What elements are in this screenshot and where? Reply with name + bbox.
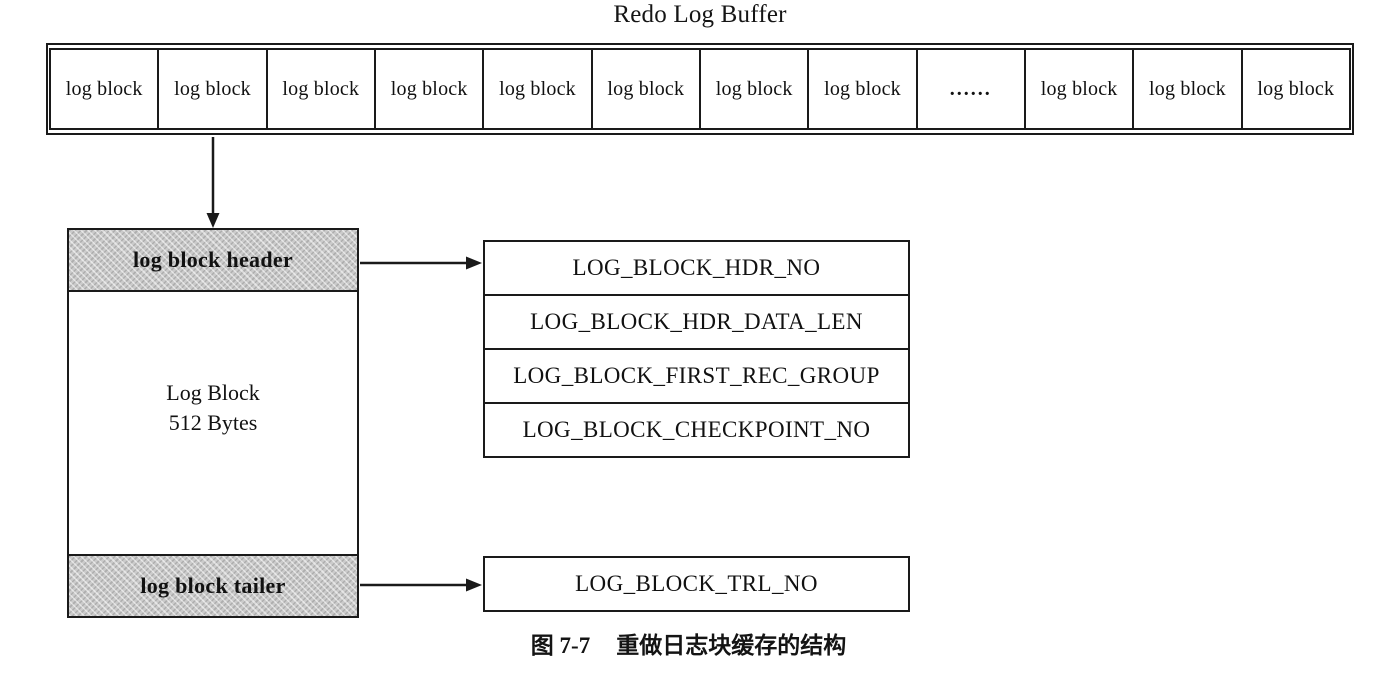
log-block-cell-label: log block — [1257, 77, 1335, 100]
header-field-row: LOG_BLOCK_FIRST_REC_GROUP — [483, 348, 910, 404]
log-block-cell-label: log block — [607, 77, 685, 100]
log-block-cell: log block — [1023, 48, 1135, 130]
log-block-cell: log block — [265, 48, 376, 130]
header-fields-arrow-icon — [360, 256, 482, 270]
log-block-header-section: log block header — [69, 230, 357, 292]
log-block-cell-label: log block — [1040, 77, 1118, 100]
log-block-cell: log block — [1132, 48, 1243, 130]
figure-number: 图 7-7 — [530, 633, 591, 658]
log-block-cell-label: log block — [499, 77, 576, 100]
log-block-cell-label: log block — [824, 77, 901, 100]
log-block-cell-label: log block — [174, 77, 251, 100]
log-block-body-section: Log Block 512 Bytes — [69, 292, 357, 554]
figure-title: 重做日志块缓存的结构 — [616, 633, 847, 658]
log-block-cell: log block — [698, 48, 810, 130]
header-field-label: LOG_BLOCK_HDR_DATA_LEN — [530, 309, 863, 334]
log-block-cell: log block — [49, 48, 160, 130]
log-block-cell-label: log block — [390, 77, 468, 100]
log-block-cell: log block — [807, 48, 918, 130]
log-block-cell: log block — [1240, 48, 1351, 130]
tailer-field-box: LOG_BLOCK_TRL_NO — [483, 556, 910, 612]
log-block-cell: log block — [590, 48, 701, 130]
log-block-cell-label: log block — [715, 77, 793, 100]
figure-caption: 图 7-7 重做日志块缓存的结构 — [0, 630, 1377, 662]
block-expand-arrow-icon — [206, 137, 220, 228]
log-block-cell-label: log block — [65, 77, 143, 100]
log-block-tailer-label: log block tailer — [140, 573, 286, 598]
ellipsis-cell: ...... — [915, 48, 1026, 130]
log-block-cell: log block — [373, 48, 485, 130]
log-block-cell: log block — [482, 48, 593, 130]
header-fields-box: LOG_BLOCK_HDR_NO LOG_BLOCK_HDR_DATA_LEN … — [483, 240, 910, 458]
tailer-field-label: LOG_BLOCK_TRL_NO — [575, 571, 818, 596]
header-field-row: LOG_BLOCK_HDR_NO — [483, 240, 910, 296]
log-block-detail: log block header Log Block 512 Bytes log… — [67, 228, 359, 618]
ellipsis-label: ...... — [949, 77, 992, 100]
redo-log-buffer-row: log block log block log block log block … — [46, 43, 1354, 135]
log-block-cell: log block — [157, 48, 268, 130]
log-block-cell-label: log block — [282, 77, 360, 100]
header-field-row: LOG_BLOCK_HDR_DATA_LEN — [483, 294, 910, 350]
log-block-body-title: Log Block — [166, 380, 260, 405]
header-field-label: LOG_BLOCK_FIRST_REC_GROUP — [513, 363, 880, 388]
buffer-title: Redo Log Buffer — [613, 1, 787, 28]
log-block-body-size: 512 Bytes — [168, 410, 258, 435]
log-block-header-label: log block header — [132, 247, 294, 272]
header-field-label: LOG_BLOCK_HDR_NO — [572, 255, 821, 280]
header-field-label: LOG_BLOCK_CHECKPOINT_NO — [522, 417, 871, 442]
tailer-field-arrow-icon — [360, 578, 482, 592]
log-block-tailer-section: log block tailer — [69, 554, 357, 616]
header-field-row: LOG_BLOCK_CHECKPOINT_NO — [483, 402, 910, 458]
log-block-cell-label: log block — [1149, 77, 1226, 100]
